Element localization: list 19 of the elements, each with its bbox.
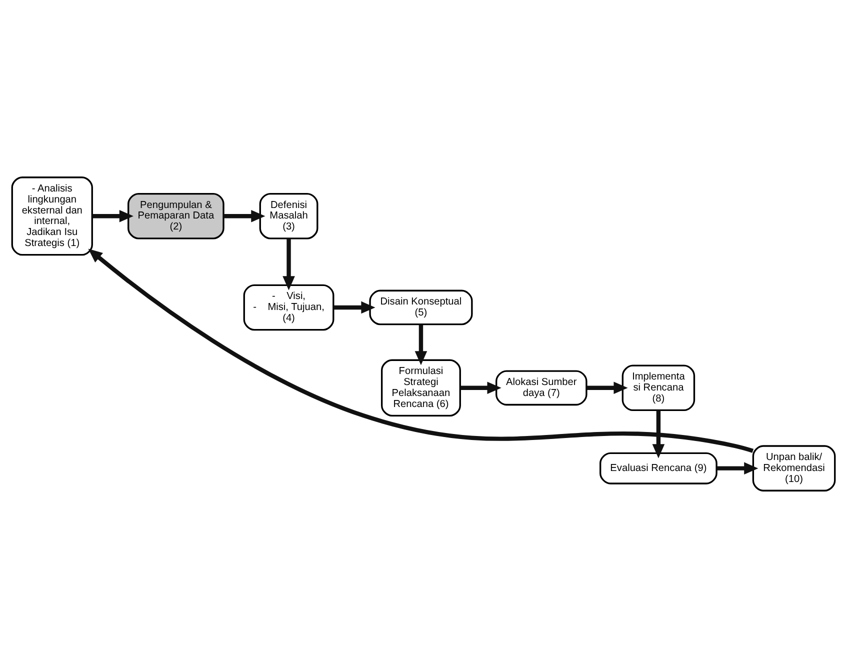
arrow — [716, 462, 758, 474]
arrow — [414, 324, 428, 365]
node-box: Defenisi Masalah (3) — [259, 192, 318, 239]
node-box: Disain Konseptual (5) — [369, 289, 473, 325]
arrow — [282, 238, 295, 290]
node-box: Formulasi Strategi Pelaksanaan Rencana (6) — [380, 358, 461, 416]
arrow — [586, 381, 628, 394]
arrow — [92, 209, 134, 222]
node-box: Pengumpulan & Pemaparan Data (2) — [128, 192, 224, 239]
node-box: Alokasi Sumber daya (7) — [496, 370, 588, 406]
arrow — [224, 209, 266, 222]
node-box: - Visi, - Misi, Tujuan, (4) — [243, 284, 334, 330]
node-box: - Analisis lingkungan eksternal dan internal, Jadikan Isu Strategis (1) — [11, 176, 93, 256]
node-box: Evaluasi Rencana (9) — [600, 452, 718, 484]
arrow — [333, 300, 376, 314]
node-box: Unpan balik/ Rekomendasi (10) — [752, 444, 836, 491]
node-box: Implementa si Rencana (8) — [622, 364, 696, 411]
arrow — [88, 248, 754, 452]
arrow — [460, 381, 502, 394]
